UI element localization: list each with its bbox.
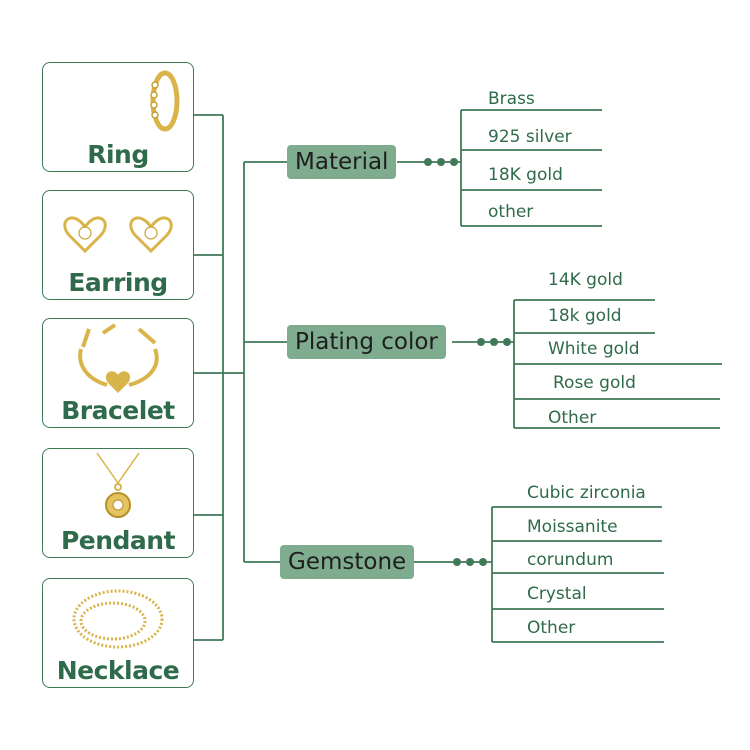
category-card-bracelet: Bracelet: [42, 318, 194, 428]
branch-label-plating-color: Plating color: [287, 325, 446, 359]
dot: [453, 558, 461, 566]
option-item: Other: [548, 408, 597, 428]
pendant-icon: [96, 452, 140, 518]
option-item: Crystal: [527, 584, 587, 604]
dot: [437, 158, 445, 166]
branch-label-material: Material: [287, 145, 397, 179]
dot: [450, 158, 458, 166]
option-item: 925 silver: [488, 127, 572, 147]
option-item: Cubic zirconia: [527, 483, 646, 503]
category-label: Necklace: [56, 656, 180, 685]
bracelet-icon: [78, 323, 159, 393]
option-item: other: [488, 202, 534, 222]
dot: [479, 558, 487, 566]
option-item: Moissanite: [527, 517, 618, 537]
option-item: 18k gold: [548, 306, 622, 326]
option-item: 18K gold: [488, 165, 563, 185]
category-card-ring: Ring: [42, 62, 194, 172]
dot: [466, 558, 474, 566]
category-card-necklace: Necklace: [42, 578, 194, 688]
category-label: Pendant: [60, 526, 176, 555]
option-item: Brass: [488, 89, 535, 109]
category-card-earring: Earring: [42, 190, 194, 300]
category-label: Ring: [87, 140, 149, 169]
category-card-pendant: Pendant: [42, 448, 194, 558]
option-item: 14K gold: [548, 270, 623, 290]
option-item: Rose gold: [553, 373, 636, 393]
ring-icon: [150, 70, 180, 132]
option-item: Other: [527, 618, 576, 638]
necklace-icon: [72, 589, 164, 649]
dot: [503, 338, 511, 346]
option-item: corundum: [527, 550, 614, 570]
option-item: White gold: [548, 339, 640, 359]
dot: [424, 158, 432, 166]
category-label: Bracelet: [61, 396, 175, 425]
dot: [477, 338, 485, 346]
earring-icon: [63, 216, 173, 254]
branch-label-gemstone: Gemstone: [280, 545, 415, 579]
dot: [490, 338, 498, 346]
category-label: Earring: [68, 268, 168, 297]
